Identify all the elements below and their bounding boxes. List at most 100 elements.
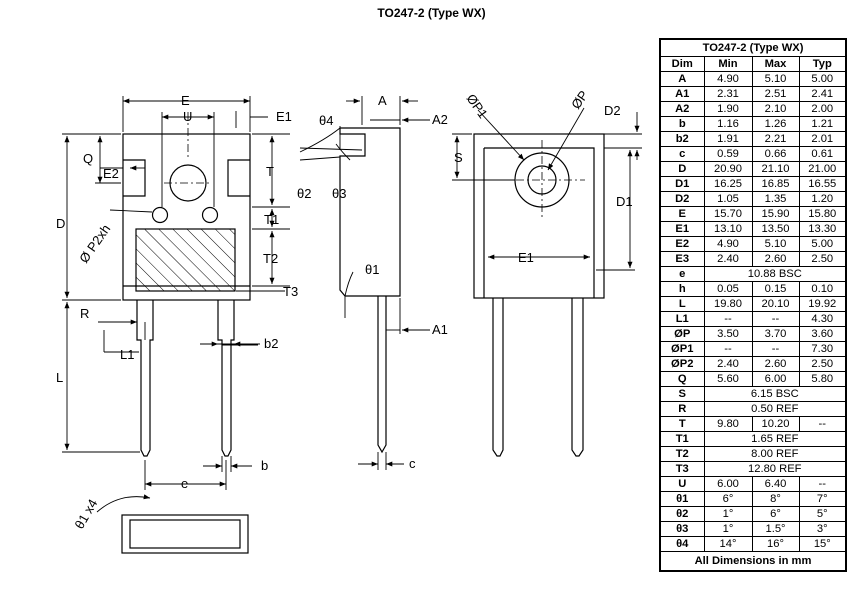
label-E: E	[181, 93, 190, 108]
label-b: b	[261, 458, 268, 473]
cell-max: 10.20	[751, 416, 800, 432]
cell-dim: T2	[659, 446, 705, 462]
cell-typ: 2.01	[798, 131, 847, 147]
label-D: D	[56, 216, 65, 231]
cell-min: 16.25	[703, 176, 753, 192]
label-T: T	[266, 164, 274, 179]
cell-max: 1.5°	[751, 521, 800, 537]
cell-span: 1.65 REF	[703, 431, 847, 447]
cell-typ: 19.92	[798, 296, 847, 312]
front-lead-right	[217, 300, 235, 457]
cell-min: 20.90	[703, 161, 753, 177]
front-body-outline	[122, 133, 251, 301]
label-P1: ØP1	[464, 91, 491, 121]
col-header-typ: Typ	[798, 56, 847, 72]
cell-max: 20.10	[751, 296, 800, 312]
label-T2: T2	[263, 251, 278, 266]
label-theta4: θ4	[319, 113, 333, 128]
label-E2: E2	[103, 166, 119, 181]
cell-max: 2.60	[751, 356, 800, 372]
back-lead-left	[492, 298, 504, 457]
cell-dim: L	[659, 296, 705, 312]
cell-min: 6°	[703, 491, 753, 507]
cell-dim: T1	[659, 431, 705, 447]
cell-typ: 21.00	[798, 161, 847, 177]
cell-dim: e	[659, 266, 705, 282]
cell-max: 3.70	[751, 326, 800, 342]
label-A1: A1	[432, 322, 448, 337]
front-view	[122, 133, 251, 457]
cell-min: --	[703, 341, 753, 357]
cell-dim: ØP	[659, 326, 705, 342]
cell-dim: ØP2	[659, 356, 705, 372]
cell-span: 6.15 BSC	[703, 386, 847, 402]
cell-min: 1.05	[703, 191, 753, 207]
cell-dim: Q	[659, 371, 705, 387]
page-title: TO247-2 (Type WX)	[377, 6, 486, 20]
label-D1: D1	[616, 194, 633, 209]
cell-min: 3.50	[703, 326, 753, 342]
table-caption: TO247-2 (Type WX)	[659, 38, 847, 57]
cell-dim: R	[659, 401, 705, 417]
cell-min: 1.16	[703, 116, 753, 132]
cell-dim: A	[659, 71, 705, 87]
cell-typ: 7°	[798, 491, 847, 507]
bottom-body	[121, 514, 249, 554]
cell-dim: c	[659, 146, 705, 162]
table-row: ØP1----7.30	[659, 341, 847, 357]
cell-min: 4.90	[703, 236, 753, 252]
cell-dim: E	[659, 206, 705, 222]
cell-min: 19.80	[703, 296, 753, 312]
cell-min: 4.90	[703, 71, 753, 87]
cell-typ: 16.55	[798, 176, 847, 192]
side-lead	[377, 296, 387, 454]
cell-min: 9.80	[703, 416, 753, 432]
cell-typ: 3.60	[798, 326, 847, 342]
cell-dim: h	[659, 281, 705, 297]
label-R: R	[80, 306, 89, 321]
table-row: L1----4.30	[659, 311, 847, 327]
label-A2: A2	[432, 112, 448, 127]
cell-min: 2.31	[703, 86, 753, 102]
label-U: U	[183, 109, 192, 124]
cell-span: 8.00 REF	[703, 446, 847, 462]
label-theta2: θ2	[297, 186, 311, 201]
side-view	[339, 127, 401, 454]
label-P2xh: Ø P2xh	[76, 222, 113, 266]
back-body-outline	[473, 133, 605, 299]
cell-typ: 15°	[798, 536, 847, 552]
cell-min: 2.40	[703, 251, 753, 267]
label-theta1x4: θ1 x4	[72, 496, 101, 531]
cell-typ: 1.21	[798, 116, 847, 132]
table-footer: All Dimensions in mm	[659, 551, 847, 572]
label-P: ØP	[568, 88, 591, 112]
back-view	[473, 133, 605, 457]
cell-dim: E3	[659, 251, 705, 267]
label-L: L	[56, 370, 63, 385]
cell-max: 13.50	[751, 221, 800, 237]
bottom-view	[96, 494, 249, 554]
cell-min: 1.90	[703, 101, 753, 117]
cell-min: 1°	[703, 521, 753, 537]
cell-min: --	[703, 311, 753, 327]
bottom-body-inner	[129, 519, 241, 549]
cell-max: 1.35	[751, 191, 800, 207]
label-S: S	[454, 150, 463, 165]
cell-dim: D	[659, 161, 705, 177]
col-header-dim: Dim	[659, 56, 705, 72]
cell-min: 0.59	[703, 146, 753, 162]
cell-min: 2.40	[703, 356, 753, 372]
